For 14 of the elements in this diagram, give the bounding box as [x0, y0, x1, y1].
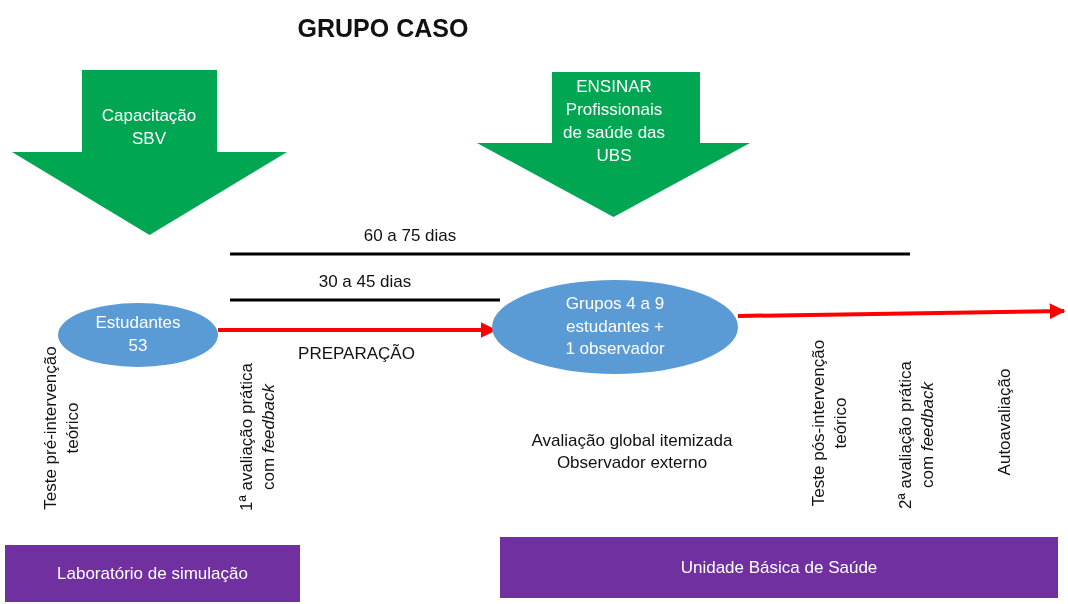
- down-arrow-shape: Capacitação SBV: [12, 70, 287, 235]
- diagram-title: GRUPO CASO: [296, 13, 470, 44]
- ellipse-node: Grupos 4 a 9 estudantes + 1 observador: [492, 280, 738, 374]
- vertical-label: Teste pós-intervenção teórico: [807, 338, 851, 509]
- text-label: 60 a 75 dias: [362, 225, 458, 247]
- ellipse-node: Estudantes 53: [58, 303, 218, 367]
- text-label: 30 a 45 dias: [317, 271, 413, 293]
- down-arrow-shape: ENSINAR Profissionais de saúde das UBS: [477, 72, 750, 217]
- text-label: Avaliação global itemizada Observador externo: [530, 430, 734, 475]
- location-bar: Laboratório de simulação: [5, 545, 300, 602]
- arrow: [737, 303, 1066, 320]
- vertical-label: Autoavaliação: [993, 367, 1015, 478]
- edge-label: PREPARAÇÃO: [297, 343, 416, 365]
- location-bar: Unidade Básica de Saúde: [500, 537, 1058, 598]
